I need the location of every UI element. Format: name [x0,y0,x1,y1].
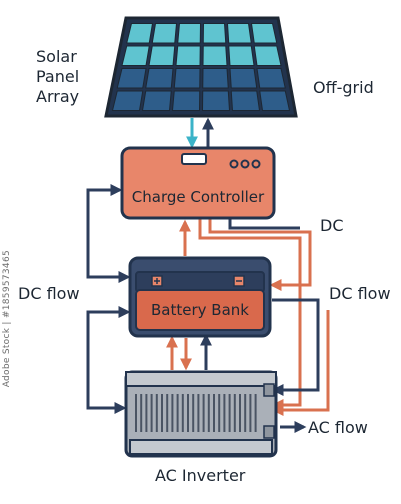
array-label-line-3: Array [36,87,80,106]
solar-cell [250,23,278,44]
controller-indicator-1 [229,159,239,169]
solar-cell [173,68,201,89]
solar-cell [151,23,178,44]
solar-cell [148,45,176,66]
solar-cell [259,90,291,111]
solar-cell [145,68,174,89]
charge-controller: Charge Controller [120,146,276,220]
solar-cell [256,68,286,89]
controller-display [181,153,207,165]
battery-bank-label: Battery Bank [151,301,249,319]
panel-controller-links [186,117,214,149]
right-dc-flow-orange-outer [198,218,302,411]
solar-cell [121,45,150,66]
solar-cell [116,68,147,89]
solar-cell [253,45,282,66]
solar-cell [141,90,172,111]
solar-cell [202,45,228,66]
solar-cell [175,45,201,66]
solar-cell [202,23,227,44]
left-battery-inverter-flow [86,306,131,414]
dc-output-line [228,218,300,230]
array-label-line-1: Solar [36,47,77,66]
charge-controller-label: Charge Controller [132,188,265,206]
left-controller-battery-flow [86,184,131,283]
solar-cell [229,68,258,89]
flow-lines [86,184,330,433]
solar-cell [177,23,202,44]
solar-cell [228,45,255,66]
solar-cell [201,90,231,111]
solar-cell [111,90,144,111]
solar-panel-cells [111,23,291,111]
dc-label: DC [320,216,344,235]
battery-terminal-minus-icon [233,275,245,287]
inverter-vent-grille [135,394,257,432]
solar-cell [171,90,201,111]
battery-terminal-plus-icon [151,275,163,287]
solar-cell [126,23,154,44]
battery-bank: Battery Bank [128,256,272,338]
array-label-line-2: Panel [36,67,80,86]
solar-panel [104,16,298,118]
ac-inverter-label: AC Inverter [155,466,246,485]
dc-flow-left-label: DC flow [18,284,80,303]
solar-cell [202,68,229,89]
off-grid-label: Off-grid [313,78,374,97]
right-dc-flow-orange-battery [208,218,312,291]
ac-flow-label: AC flow [308,418,368,437]
right-dc-flow-navy [271,298,320,396]
dc-flow-right-label: DC flow [329,284,391,303]
controller-indicator-2 [240,159,250,169]
solar-cell [226,23,252,44]
ac-inverter [124,370,278,458]
solar-panel-array-label: Solar Panel Array [36,47,79,107]
solar-cell [230,90,261,111]
right-dc-flow-orange-lower [271,310,330,416]
controller-indicator-3 [251,159,261,169]
stock-watermark: Adobe Stock | #1859573465 [2,250,12,388]
